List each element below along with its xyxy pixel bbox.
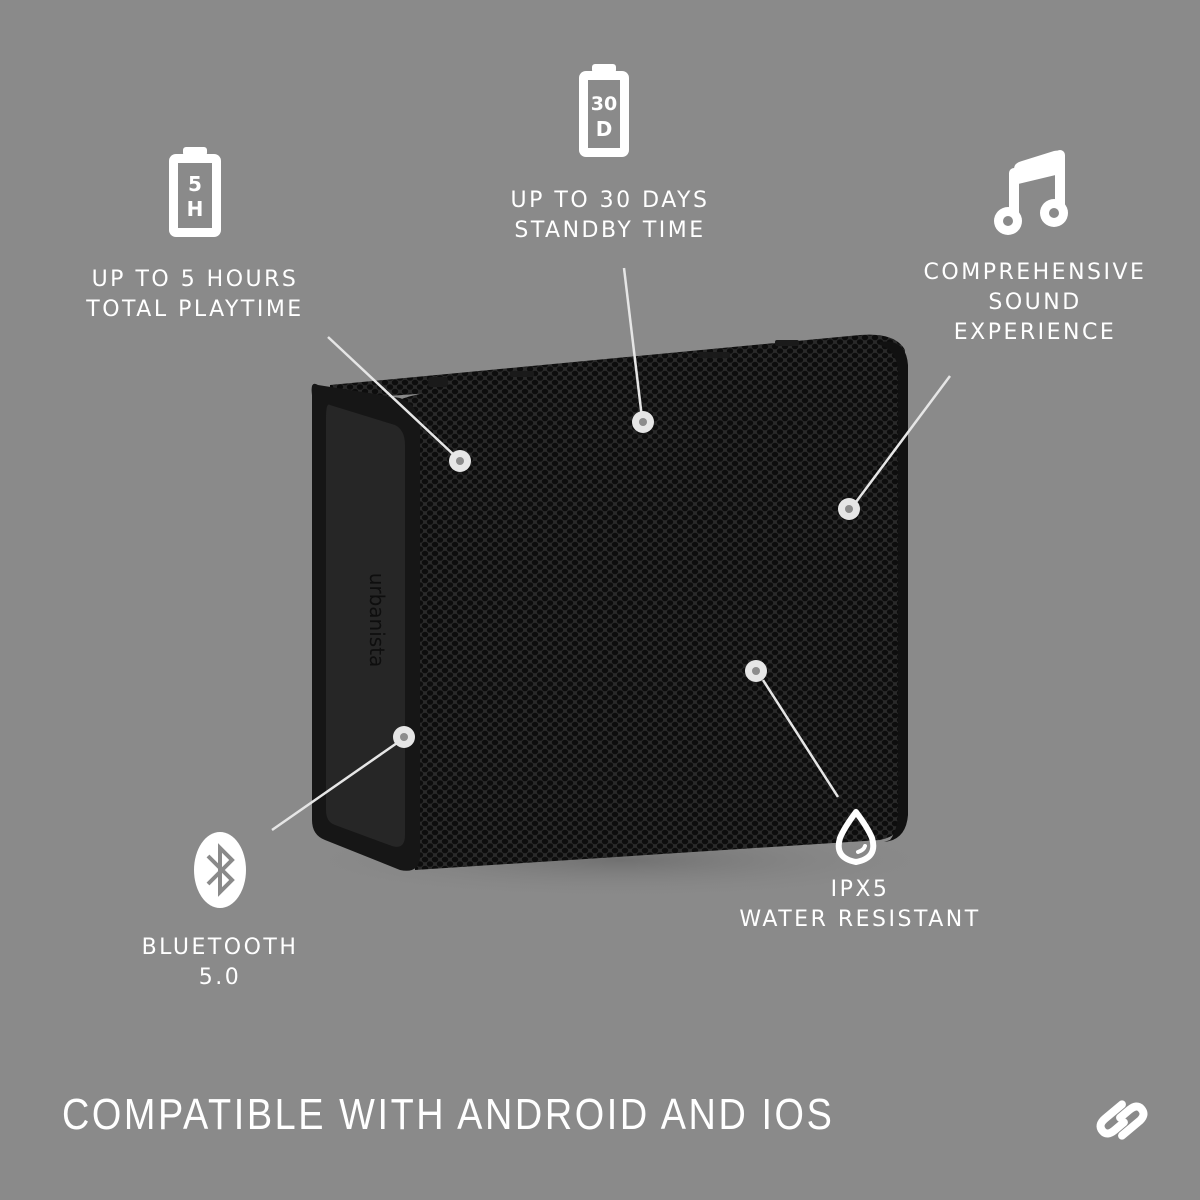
water-drop-icon (835, 809, 877, 865)
feature-playtime-text: UP TO 5 HOURS TOTAL PLAYTIME (60, 265, 330, 325)
feature-water (834, 808, 878, 866)
battery-30d-icon: 30 D (579, 64, 629, 157)
feature-bluetooth (192, 830, 248, 910)
marker-water (745, 660, 767, 682)
urbanista-logo-icon (1096, 1100, 1148, 1140)
feature-sound-text: COMPREHENSIVE SOUND EXPERIENCE (900, 258, 1170, 348)
svg-text:30: 30 (591, 93, 617, 115)
label-line: STANDBY TIME (514, 218, 706, 243)
marker-standby (632, 411, 654, 433)
feature-standby-text: UP TO 30 DAYS STANDBY TIME (470, 186, 750, 246)
feature-bluetooth-text: BLUETOOTH 5.0 (120, 933, 320, 993)
svg-text:H: H (187, 197, 204, 221)
feature-sound (992, 145, 1072, 240)
feature-water-text: IPX5 WATER RESISTANT (720, 875, 1000, 935)
label-line: COMPREHENSIVE (923, 260, 1147, 285)
label-line: 5.0 (198, 965, 242, 990)
marker-sound (838, 498, 860, 520)
label-line: EXPERIENCE (953, 320, 1117, 345)
label-line: BLUETOOTH (141, 935, 299, 960)
label-line: UP TO 5 HOURS (91, 267, 299, 292)
label-line: UP TO 30 DAYS (510, 188, 710, 213)
svg-text:D: D (596, 117, 613, 141)
music-note-icon (994, 150, 1068, 235)
svg-text:5: 5 (188, 172, 202, 196)
battery-5h-icon: 5 H (169, 147, 221, 237)
feature-standby: 30 D (576, 62, 632, 160)
svg-text:urbanista: urbanista (365, 573, 389, 668)
label-line: WATER RESISTANT (739, 907, 981, 932)
marker-bluetooth (393, 726, 415, 748)
feature-playtime: 5 H (60, 145, 330, 240)
marker-playtime (449, 450, 471, 472)
bluetooth-icon (194, 832, 246, 908)
compatibility-tagline: COMPATIBLE WITH ANDROID AND IOS (62, 1090, 835, 1139)
label-line: TOTAL PLAYTIME (86, 297, 304, 322)
label-line: IPX5 (830, 877, 890, 902)
label-line: SOUND (988, 290, 1082, 315)
